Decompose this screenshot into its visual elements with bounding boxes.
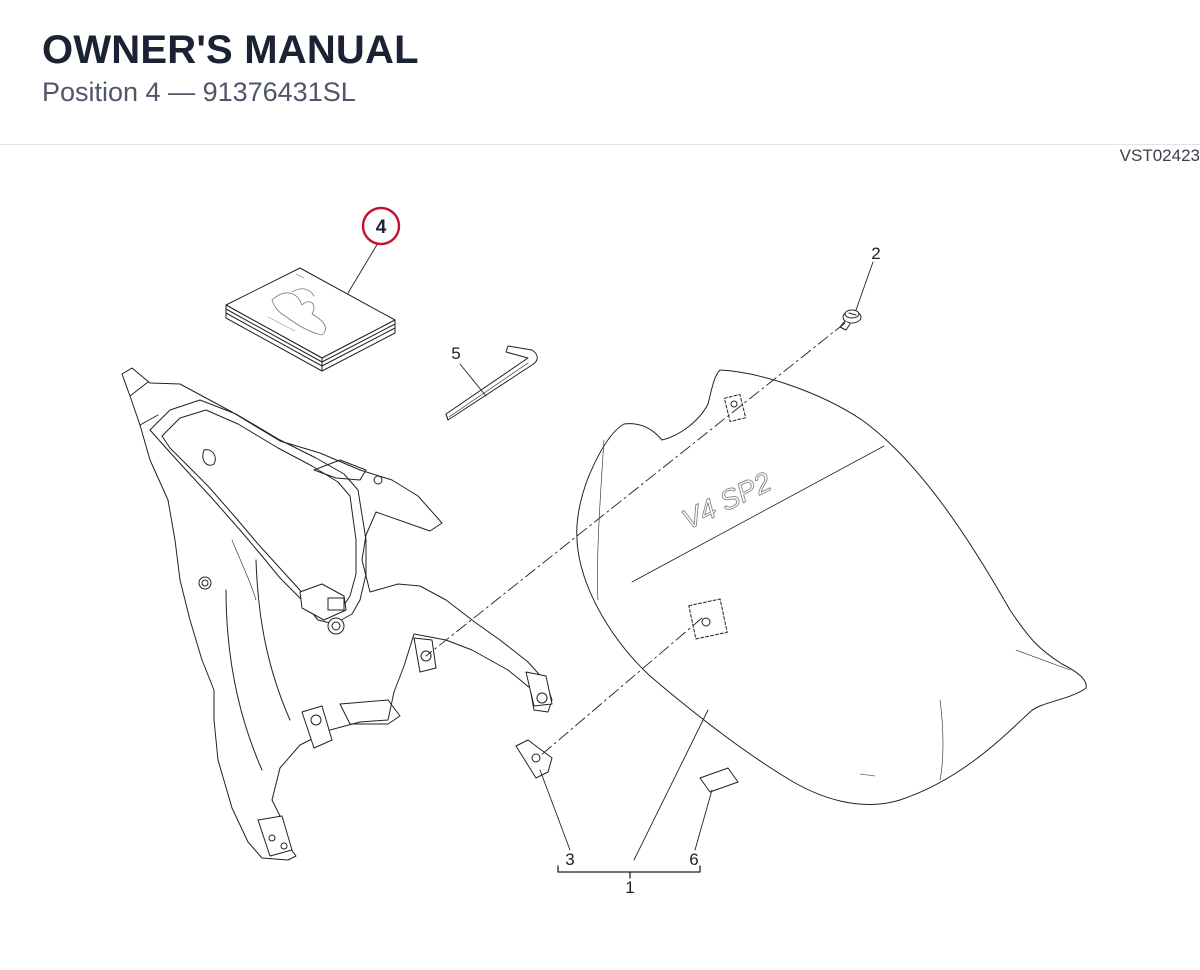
assembly-lines <box>425 322 846 757</box>
hex-key <box>445 345 538 421</box>
highlight-ring <box>361 206 401 246</box>
callout-6: 6 <box>689 850 698 869</box>
owners-manual-booklet <box>225 267 396 372</box>
clip <box>515 739 553 779</box>
callout-2: 2 <box>871 244 880 263</box>
screw <box>839 309 862 331</box>
page-subtitle: Position 4 — 91376431SL <box>42 77 356 107</box>
callout-4-highlighted: 4 <box>376 217 387 238</box>
seat: V4 SP2 <box>576 369 1087 805</box>
group-bracket <box>557 865 701 873</box>
drawing-code: VST02423 <box>1119 146 1200 165</box>
rear-subframe <box>121 367 553 861</box>
callout-5: 5 <box>451 344 460 363</box>
pad <box>699 767 739 793</box>
leader-lines <box>347 242 874 861</box>
header: OWNER'S MANUAL Position 4 — 91376431SL <box>0 0 1200 145</box>
callout-3: 3 <box>565 850 574 869</box>
page-title: OWNER'S MANUAL <box>42 28 419 72</box>
callout-1: 1 <box>625 878 634 897</box>
